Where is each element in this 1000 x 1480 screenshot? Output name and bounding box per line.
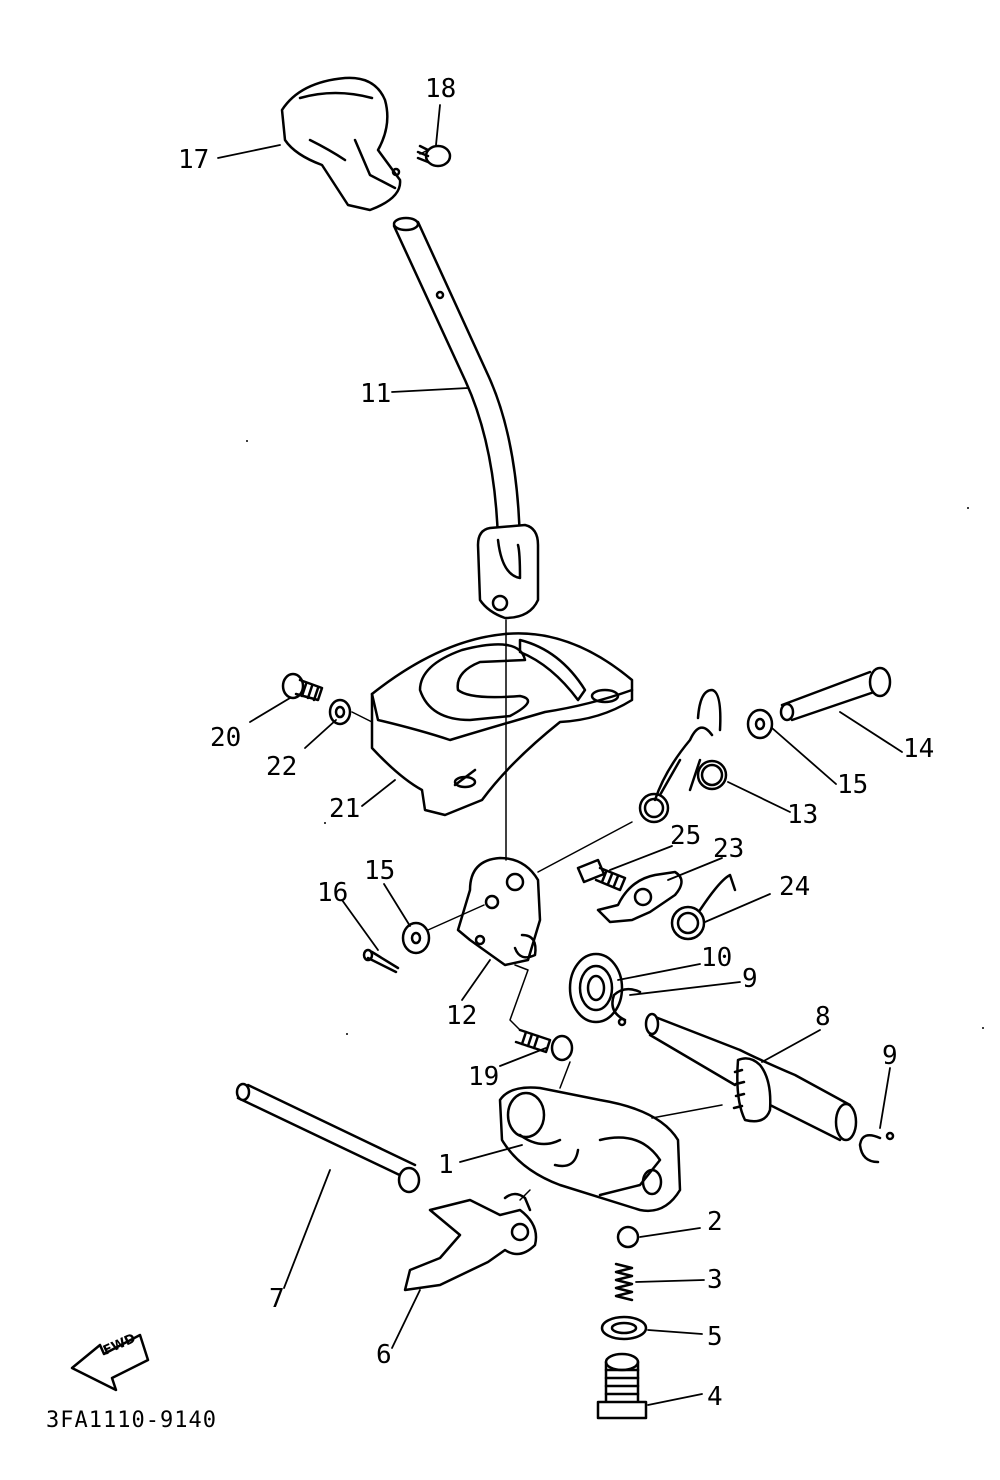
washer-22-part [330, 700, 350, 724]
callout-8: 8 [815, 1002, 831, 1032]
assembly-lines [352, 150, 722, 1200]
callout-2: 2 [707, 1207, 723, 1237]
callout-25: 25 [670, 821, 702, 851]
oil-seal-10-part [570, 954, 622, 1022]
callout-23: 23 [713, 834, 745, 864]
callout-10: 10 [701, 943, 733, 973]
callout-18: 18 [425, 74, 457, 104]
circlip-9-lower-part [860, 1133, 893, 1162]
spring-3-part [616, 1264, 632, 1300]
callout-4: 4 [707, 1382, 723, 1412]
fwd-arrow-icon [72, 1335, 148, 1390]
callout-11: 11 [360, 379, 392, 409]
washer-5-part [602, 1317, 646, 1339]
callout-15-lower: 15 [364, 856, 396, 886]
callout-19: 19 [468, 1062, 500, 1092]
callout-24: 24 [779, 872, 811, 902]
bolt-25-part [578, 860, 625, 890]
washer-15-lower-part [403, 923, 429, 953]
guide-bar-7-part [237, 1084, 419, 1192]
shift-arm-12-part [458, 858, 540, 965]
shift-guide-plate-part [372, 633, 632, 815]
shift-drum-1-part [500, 1088, 680, 1211]
callout-14: 14 [903, 734, 935, 764]
plug-bolt-4-part [598, 1354, 646, 1418]
callout-9-lower: 9 [882, 1041, 898, 1071]
screw-18-part [418, 146, 450, 166]
shift-shaft-8-part [646, 1014, 856, 1140]
callout-22: 22 [266, 752, 298, 782]
ball-2-part [618, 1227, 638, 1247]
callout-13: 13 [787, 800, 819, 830]
shift-fork-6-part [405, 1194, 536, 1290]
coil-spring-24-part [672, 875, 735, 939]
shift-knob-part [282, 78, 400, 210]
leader-lines [218, 105, 902, 1405]
callout-21: 21 [329, 794, 361, 824]
callout-17: 17 [178, 145, 210, 175]
return-spring-13-part [640, 690, 726, 822]
stopper-plate-23-part [598, 872, 682, 922]
callout-6: 6 [376, 1340, 392, 1370]
callout-12: 12 [446, 1001, 478, 1031]
cotter-pin-16-part [364, 950, 398, 972]
scan-dots [246, 440, 984, 1035]
part-code-label: 3FA1110-9140 [46, 1408, 217, 1433]
shift-lever-part [394, 218, 538, 618]
callout-15-upper: 15 [837, 770, 869, 800]
callout-16: 16 [317, 878, 349, 908]
circlip-9-upper-part [612, 989, 640, 1025]
callout-7: 7 [269, 1284, 285, 1314]
bolt-20-part [283, 674, 322, 700]
callout-9-upper: 9 [742, 964, 758, 994]
callout-3: 3 [707, 1265, 723, 1295]
callout-1: 1 [438, 1150, 454, 1180]
callout-5: 5 [707, 1322, 723, 1352]
bolt-19-part [516, 1030, 572, 1060]
pin-14-part [781, 668, 890, 720]
washer-15-upper-part [748, 710, 772, 738]
callout-20: 20 [210, 723, 242, 753]
